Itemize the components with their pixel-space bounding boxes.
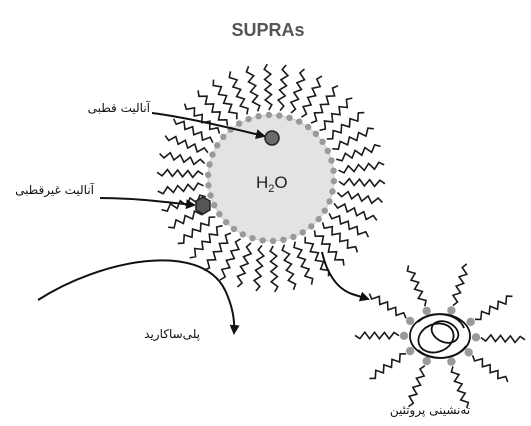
micelle-head-group xyxy=(300,229,306,235)
micelle-head-group xyxy=(245,116,251,122)
micelle-head-group xyxy=(236,120,242,126)
micelle-tail xyxy=(158,183,204,194)
protein-surfactant-tail xyxy=(369,354,406,379)
diagram-title: SUPRAs xyxy=(231,20,304,40)
protein-surfactant-head xyxy=(423,307,431,315)
micelle-head-group xyxy=(329,188,335,194)
micelle-tail xyxy=(190,226,223,258)
protein-surfactant-head xyxy=(447,306,455,314)
micelle-head-group xyxy=(216,211,222,217)
protein-surfactant-head xyxy=(406,317,414,325)
micelle-head-group xyxy=(207,192,213,198)
micelle-head-group xyxy=(326,198,332,204)
micelle-tail xyxy=(246,66,259,111)
protein-surfactant-head xyxy=(406,347,414,355)
micelle-tail xyxy=(264,64,272,110)
micelle-tail xyxy=(339,179,385,187)
polysaccharide-curve-arrow xyxy=(38,260,234,333)
protein-precipitate-complex xyxy=(355,264,525,408)
micelle-tail xyxy=(157,170,203,178)
micelle-head-group xyxy=(286,115,292,121)
protein-surfactant-head xyxy=(447,357,455,365)
micelle-head-group xyxy=(290,234,296,240)
micelle-tail xyxy=(311,86,338,123)
micelle-head-group xyxy=(322,208,328,214)
micelle-tail xyxy=(282,245,295,290)
protein-surfactant-head xyxy=(400,332,408,340)
polar-analyte-label: آنالیت قطبی xyxy=(88,100,151,115)
micelle-head-group xyxy=(231,226,237,232)
nonpolar-analyte-label: آنالیت غیرقطبی xyxy=(15,182,95,198)
protein-surfactant-head xyxy=(472,333,480,341)
micelle-head-group xyxy=(331,178,337,184)
protein-precipitation-label: ته‌نشینی پروتئین xyxy=(390,403,470,418)
protein-surfactant-tail xyxy=(355,332,399,339)
micelle-head-group xyxy=(316,216,322,222)
micelle-head-group xyxy=(280,237,286,243)
micelle-head-group xyxy=(270,238,276,244)
protein-surfactant-tail xyxy=(475,296,513,319)
micelle-head-group xyxy=(211,202,217,208)
micelle-tail xyxy=(336,145,380,161)
micelle-tail xyxy=(270,246,278,292)
micelle-head-group xyxy=(209,151,215,157)
micelle-tail xyxy=(220,239,241,280)
micelle-head-group xyxy=(276,112,282,118)
protein-surfactant-tail xyxy=(453,264,467,306)
micelle-head-group xyxy=(205,182,211,188)
protein-surfactant-tail xyxy=(409,366,425,407)
micelle-head-group xyxy=(223,219,229,225)
supra-micelle: H2O xyxy=(157,64,385,292)
micelle-tail xyxy=(160,153,205,165)
micelle-head-group xyxy=(205,172,211,178)
micelle-head-group xyxy=(214,142,220,148)
protein-surfactant-tail xyxy=(481,335,525,343)
protein-surfactant-tail xyxy=(451,366,468,408)
protein-surfactant-head xyxy=(467,318,475,326)
protein-surfactant-tail xyxy=(407,265,426,306)
micelle-head-group xyxy=(308,223,314,229)
micelle-tail xyxy=(278,65,288,111)
micelle-tail xyxy=(294,242,313,285)
micelle-tail xyxy=(320,98,353,130)
micelle-head-group xyxy=(206,161,212,167)
micelle-tail xyxy=(337,192,382,204)
protein-surfactant-tail xyxy=(369,294,406,319)
micelle-head-group xyxy=(328,157,334,163)
protein-surfactant-head xyxy=(423,357,431,365)
micelle-head-group xyxy=(249,235,255,241)
micelle-head-group xyxy=(325,148,331,154)
micelle-head-group xyxy=(305,124,311,130)
coiled-protein-icon xyxy=(410,314,470,358)
micelle-head-group xyxy=(313,131,319,137)
micelle-head-group xyxy=(240,231,246,237)
protein-surfactant-tails xyxy=(355,264,525,408)
micelle-tail xyxy=(204,233,231,270)
micelle-tail xyxy=(339,162,385,173)
micelle-head-group xyxy=(266,112,272,118)
micelle-tail xyxy=(301,76,322,117)
micelle-tail xyxy=(254,245,264,291)
micelle-head-group xyxy=(330,168,336,174)
micelle-head-group xyxy=(296,118,302,124)
protein-surfactant-head xyxy=(465,348,473,356)
nonpolar-analyte-icon xyxy=(196,197,210,214)
protein-surfactant-tail xyxy=(473,355,508,382)
micelle-head-group xyxy=(319,139,325,145)
micelle-head-group xyxy=(220,134,226,140)
micelle-head-group xyxy=(255,113,261,119)
polar-analyte-icon xyxy=(265,131,279,145)
micelle-tail xyxy=(229,71,248,114)
micelle-tail xyxy=(323,222,358,252)
polysaccharide-label: پلی‌ساکارید xyxy=(144,327,200,342)
micelle-head-group xyxy=(260,237,266,243)
